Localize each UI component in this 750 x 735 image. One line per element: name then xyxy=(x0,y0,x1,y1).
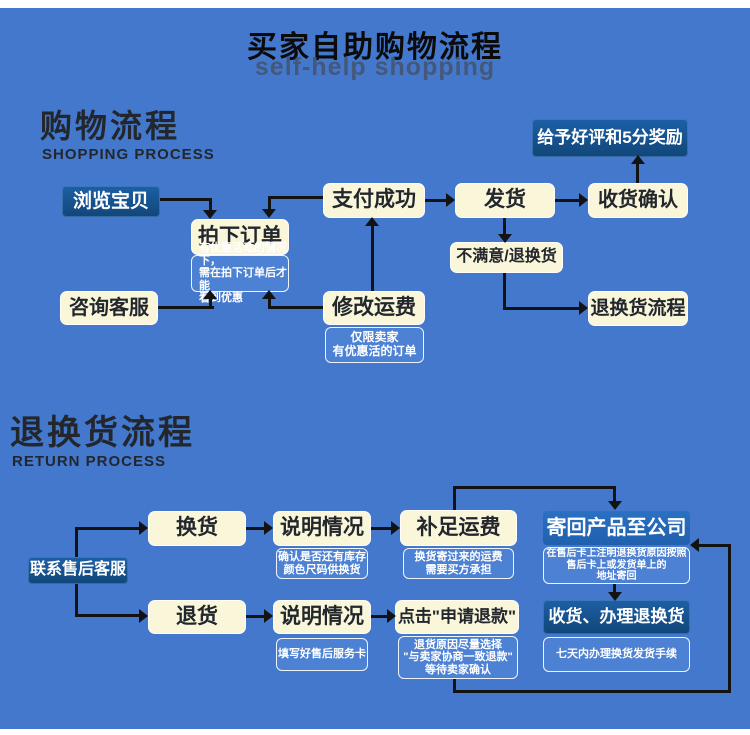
node-exchange: 换货 xyxy=(148,511,246,546)
node-return-flow: 退换货流程 xyxy=(588,291,688,326)
connector-explain-refund xyxy=(371,615,388,618)
arrowhead-up-note-left xyxy=(203,290,217,299)
arrowhead-down-sendback xyxy=(608,501,622,510)
connector-ship-confirm xyxy=(555,199,580,202)
arrowhead-down-order-left xyxy=(203,210,217,219)
note-explain-return: 填写好售后服务卡 xyxy=(276,638,368,671)
connector-contact-exchange-v xyxy=(75,527,78,557)
note-explain-exchange: 确认是否还有库存 颜色尺码供换货 xyxy=(276,548,368,579)
page-subtitle: self-help shopping xyxy=(254,53,496,81)
connector-refund-loop-h1 xyxy=(453,690,731,693)
arrowhead-up-note-right xyxy=(262,290,276,299)
shopping-section-heading: 购物流程 xyxy=(40,108,181,144)
connector-pay-order-h xyxy=(270,196,323,199)
connector-consult-order-h xyxy=(158,306,214,309)
node-consult: 咨询客服 xyxy=(60,291,158,325)
node-confirm-receipt: 收货确认 xyxy=(588,183,688,218)
arrowhead-right-explain-return xyxy=(264,609,273,623)
node-place-order: 拍下订单 xyxy=(191,219,289,255)
node-browse: 浏览宝贝 xyxy=(62,186,160,217)
bottom-white-strip xyxy=(0,729,750,735)
arrowhead-right-confirm xyxy=(579,193,588,207)
arrowhead-right-return-flow xyxy=(579,301,588,315)
arrowhead-up-pay xyxy=(365,217,379,226)
node-praise: 给予好评和5分奖励 xyxy=(532,119,688,157)
return-section-heading: 退换货流程 xyxy=(10,414,195,452)
connector-confirm-praise xyxy=(636,162,639,183)
note-send-back: 在售后卡上注明退换货原因按照 售后卡上或发货单上的 地址寄回 xyxy=(543,547,690,584)
connector-browse-order-v xyxy=(209,198,212,211)
return-section-heading-en: RETURN PROCESS xyxy=(12,453,167,470)
node-pay-success: 支付成功 xyxy=(323,183,425,218)
node-ship: 发货 xyxy=(455,183,555,218)
shopping-section-heading-en: SHOPPING PROCESS xyxy=(42,146,215,163)
connector-exchange-explain xyxy=(246,527,266,530)
page-title: 买家自助购物流程 xyxy=(247,31,503,64)
connector-contact-exchange-h xyxy=(75,527,140,530)
connector-explain-topup xyxy=(371,527,392,530)
arrowhead-right-return-goods xyxy=(139,609,148,623)
arrowhead-down-unsatisfied xyxy=(498,234,512,243)
arrowhead-right-exchange xyxy=(139,521,148,535)
node-apply-refund: 点击"申请退款" xyxy=(395,600,519,634)
connector-topup-sendback-v2 xyxy=(613,486,616,502)
arrowhead-right-topup xyxy=(391,521,400,535)
arrowhead-up-praise xyxy=(631,155,645,164)
connector-topup-sendback-h xyxy=(453,486,616,489)
connector-refund-loop-h2 xyxy=(699,544,730,547)
top-white-strip xyxy=(0,0,750,8)
connector-pay-ship xyxy=(425,199,447,202)
connector-contact-return-h xyxy=(75,614,140,617)
node-modify-freight: 修改运费 xyxy=(323,291,425,325)
node-topup-freight: 补足运费 xyxy=(400,510,517,546)
connector-pay-order-v xyxy=(268,196,271,209)
connector-modify-pay-v xyxy=(371,226,374,291)
arrowhead-right-ship xyxy=(446,193,455,207)
arrowhead-down-handle xyxy=(608,592,622,601)
arrowhead-right-refund xyxy=(387,609,396,623)
node-unsatisfied: 不满意/退换货 xyxy=(450,242,563,273)
arrowhead-left-sendback xyxy=(690,538,699,552)
connector-browse-order-h xyxy=(160,198,212,201)
node-handle-return: 收货、办理退换货 xyxy=(543,600,690,634)
note-modify-freight: 仅限卖家 有优惠活的订单 xyxy=(325,327,424,363)
node-explain-return: 说明情况 xyxy=(273,600,371,634)
connector-sendback-handle-v xyxy=(613,584,616,594)
note-topup-freight: 换货寄过来的运费 需要买方承担 xyxy=(403,548,514,579)
node-send-back: 寄回产品至公司 xyxy=(543,511,690,545)
connector-unsatisfied-return-h xyxy=(503,307,581,310)
connector-refund-loop-v2 xyxy=(728,544,731,693)
connector-contact-return-v xyxy=(75,584,78,617)
connector-modify-order-h xyxy=(270,306,323,309)
connector-topup-sendback-v1 xyxy=(453,487,456,510)
node-explain-exchange: 说明情况 xyxy=(273,511,371,546)
connector-return-explain xyxy=(246,615,266,618)
connector-unsatisfied-return-v xyxy=(503,273,506,310)
connector-consult-order-v xyxy=(209,299,212,309)
note-place-order: 有优惠活动的情况下， 需在拍下订单后才能 看到优惠 xyxy=(191,242,289,304)
connector-modify-order-v xyxy=(268,299,271,309)
arrowhead-right-explain-exchange xyxy=(264,521,273,535)
arrowhead-down-order-right xyxy=(262,209,276,218)
note-handle-return: 七天内办理换货发货手续 xyxy=(543,637,690,672)
connector-refund-loop-v1 xyxy=(453,679,456,693)
connector-ship-unsatisfied xyxy=(503,218,506,235)
node-contact-service: 联系售后客服 xyxy=(28,557,128,584)
note-apply-refund: 退货原因尽量选择 "与卖家协商一致退款" 等待卖家确认 xyxy=(398,636,518,679)
node-return-goods: 退货 xyxy=(148,600,246,634)
